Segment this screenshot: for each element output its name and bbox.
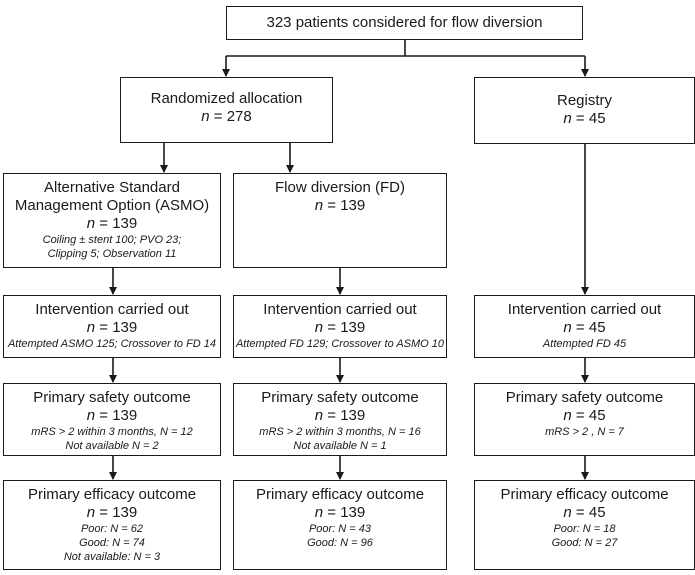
safety-asmo-n: n = 139 [86, 407, 138, 424]
box-asmo-sub2: Clipping 5; Observation 11 [47, 248, 177, 260]
box-fd-n: n = 139 [314, 197, 366, 214]
efficacy-asmo-n: n = 139 [86, 504, 138, 521]
efficacy-registry-sub1: Poor: N = 18 [553, 523, 616, 535]
box-safety-fd: Primary safety outcome n = 139 mRS > 2 w… [233, 383, 447, 456]
safety-asmo-sub1: mRS > 2 within 3 months, N = 12 [31, 426, 193, 438]
box-intervention-registry: Intervention carried out n = 45 Attempte… [474, 295, 695, 358]
efficacy-registry-sub2: Good: N = 27 [551, 537, 618, 549]
safety-fd-n: n = 139 [314, 407, 366, 424]
safety-fd-sub2: Not available N = 1 [293, 440, 387, 452]
efficacy-asmo-title: Primary efficacy outcome [27, 486, 197, 503]
box-intervention-fd: Intervention carried out n = 139 Attempt… [233, 295, 447, 358]
intervention-asmo-sub1: Attempted ASMO 125; Crossover to FD 14 [7, 338, 217, 350]
box-considered: 323 patients considered for flow diversi… [226, 6, 583, 40]
intervention-fd-sub1: Attempted FD 129; Crossover to ASMO 10 [235, 338, 445, 350]
box-safety-asmo: Primary safety outcome n = 139 mRS > 2 w… [3, 383, 221, 456]
safety-fd-sub1: mRS > 2 within 3 months, N = 16 [259, 426, 421, 438]
safety-asmo-sub2: Not available N = 2 [65, 440, 159, 452]
box-safety-registry: Primary safety outcome n = 45 mRS > 2 , … [474, 383, 695, 456]
box-registry: Registry n = 45 [474, 77, 695, 144]
efficacy-registry-title: Primary efficacy outcome [500, 486, 669, 503]
box-efficacy-fd: Primary efficacy outcome n = 139 Poor: N… [233, 480, 447, 570]
box-intervention-asmo: Intervention carried out n = 139 Attempt… [3, 295, 221, 358]
box-efficacy-asmo: Primary efficacy outcome n = 139 Poor: N… [3, 480, 221, 570]
box-considered-title: 323 patients considered for flow diversi… [266, 14, 543, 31]
safety-registry-sub1: mRS > 2 , N = 7 [545, 426, 624, 438]
box-randomized-n: n = 278 [201, 108, 252, 125]
efficacy-fd-sub2: Good: N = 96 [307, 537, 373, 549]
box-asmo: Alternative Standard Management Option (… [3, 173, 221, 268]
intervention-registry-n: n = 45 [563, 319, 606, 336]
efficacy-asmo-sub3: Not available: N = 3 [63, 551, 161, 563]
box-asmo-sub1: Coiling ± stent 100; PVO 23; [42, 234, 182, 246]
efficacy-fd-sub1: Poor: N = 43 [308, 523, 372, 535]
box-fd: Flow diversion (FD) n = 139 [233, 173, 447, 268]
safety-registry-title: Primary safety outcome [505, 389, 664, 406]
safety-fd-title: Primary safety outcome [261, 389, 419, 406]
efficacy-asmo-sub2: Good: N = 74 [79, 537, 145, 549]
intervention-registry-title: Intervention carried out [507, 301, 662, 318]
box-randomized-title: Randomized allocation [150, 90, 303, 107]
safety-registry-n: n = 45 [563, 407, 606, 424]
intervention-asmo-n: n = 139 [86, 319, 138, 336]
box-fd-title: Flow diversion (FD) [274, 179, 406, 196]
box-asmo-title-line2: Management Option (ASMO) [14, 197, 210, 214]
efficacy-registry-n: n = 45 [563, 504, 606, 521]
efficacy-fd-title: Primary efficacy outcome [255, 486, 425, 503]
efficacy-fd-n: n = 139 [314, 504, 366, 521]
box-randomized: Randomized allocation n = 278 [120, 77, 333, 143]
intervention-asmo-title: Intervention carried out [35, 301, 189, 318]
box-registry-title: Registry [556, 92, 612, 109]
efficacy-asmo-sub1: Poor: N = 62 [80, 523, 144, 535]
intervention-registry-sub1: Attempted FD 45 [542, 338, 627, 350]
intervention-fd-title: Intervention carried out [263, 301, 417, 318]
box-registry-n: n = 45 [563, 110, 606, 127]
safety-asmo-title: Primary safety outcome [33, 389, 191, 406]
box-asmo-n: n = 139 [86, 215, 138, 232]
box-asmo-title-line1: Alternative Standard [44, 179, 180, 196]
intervention-fd-n: n = 139 [314, 319, 366, 336]
box-efficacy-registry: Primary efficacy outcome n = 45 Poor: N … [474, 480, 695, 570]
